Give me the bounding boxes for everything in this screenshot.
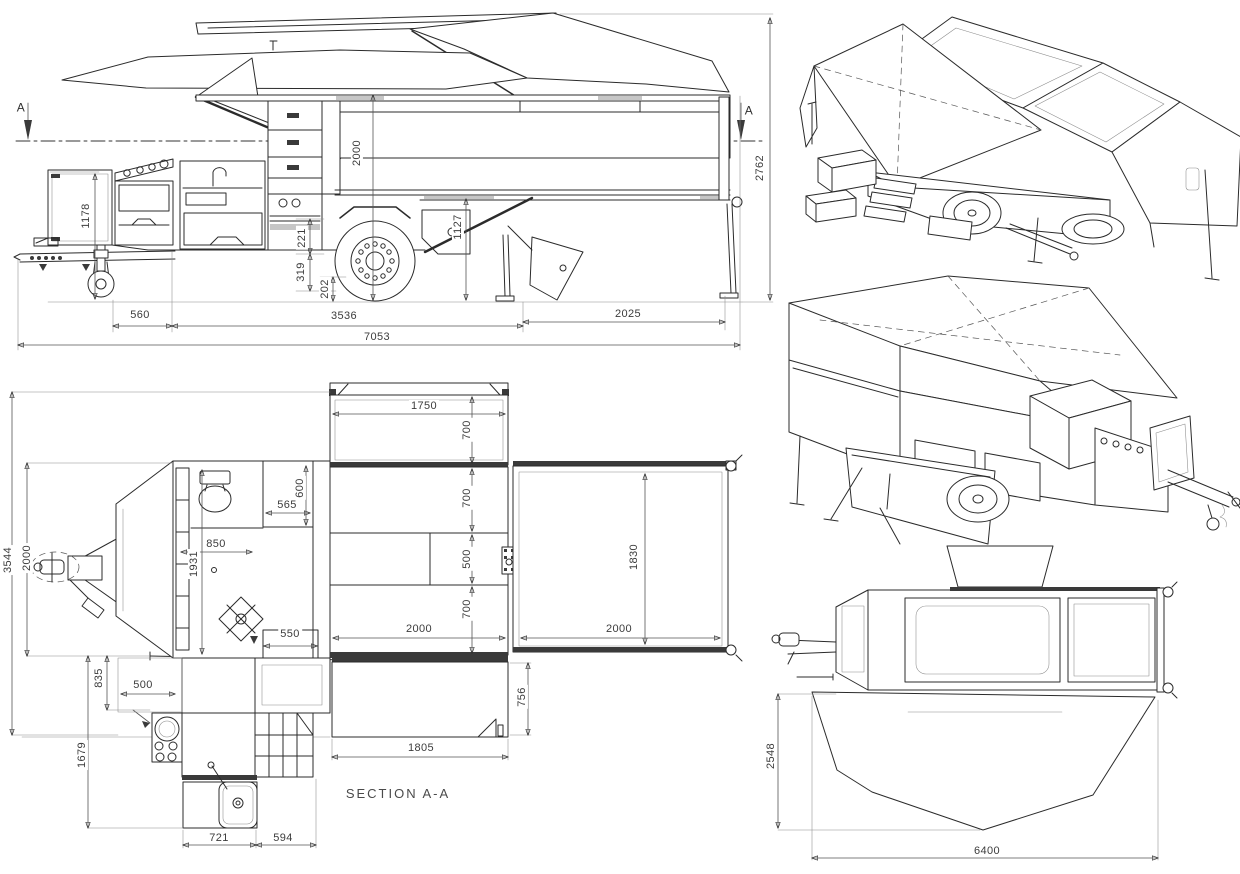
dim-upper-drawer: 221	[295, 226, 309, 250]
dim-bench: 550	[278, 627, 302, 641]
toilet-bowl	[198, 485, 232, 513]
dim-main-deck-length: 2000	[603, 622, 635, 636]
shower-tray	[218, 596, 264, 642]
iso-wheel	[946, 475, 1010, 523]
dim-open-width: 3544	[1, 544, 15, 576]
dim-overall-height: 2762	[753, 152, 767, 184]
dim-left-deck: 2000	[403, 622, 435, 636]
dim-lower-drawer: 319	[294, 260, 308, 284]
dim-body-width: 2000	[20, 542, 34, 574]
dim-overall-length: 7053	[361, 330, 393, 344]
floor-plan-view	[12, 382, 743, 849]
section-arrow-left-icon	[24, 120, 32, 140]
section-marker-a-left: A	[16, 100, 26, 115]
dim-rear-platform-height: 1127	[451, 212, 465, 242]
dim-interior-height: 2000	[350, 137, 364, 169]
dim-cabinet-width: 565	[275, 498, 299, 512]
dim-rear-extension: 2025	[612, 307, 644, 321]
dim-body-length: 3536	[328, 309, 360, 323]
dim-awning-depth: 2548	[764, 740, 778, 772]
dim-galley-length: 1679	[75, 739, 89, 771]
dim-roof-deck: 1750	[408, 399, 440, 413]
dim-sink-unit: 721	[207, 831, 231, 845]
dim-bed-rear: 700	[460, 597, 474, 621]
section-arrow-right-icon	[737, 120, 745, 140]
dim-bed-middle: 500	[460, 547, 474, 571]
dim-drawbar: 560	[128, 308, 152, 322]
dim-rear-deck-depth: 756	[515, 685, 529, 709]
dim-main-deck-depth: 1830	[627, 541, 641, 573]
side-elevation-view	[13, 12, 774, 351]
dim-ground-clearance: 202	[318, 277, 332, 301]
dim-bed-front: 700	[460, 486, 474, 510]
dim-awning-span: 6400	[971, 844, 1003, 858]
dim-galley-door: 500	[131, 678, 155, 692]
awning-footprint-view	[771, 545, 1178, 860]
dim-rear-deck-length: 1805	[405, 741, 437, 755]
dim-roof-deck-depth: 700	[460, 418, 474, 442]
dim-step-unit: 594	[271, 831, 295, 845]
dim-front-box-height: 1178	[79, 201, 93, 231]
dim-cabinet-depth: 600	[293, 476, 307, 500]
section-label: SECTION A-A	[343, 785, 453, 802]
dim-bathroom-width: 850	[204, 537, 228, 551]
dim-cabin-length: 1931	[187, 548, 201, 580]
isometric-closed-view	[788, 275, 1240, 545]
dim-galley-depth: 835	[92, 666, 106, 690]
section-marker-a-right: A	[744, 103, 754, 118]
isometric-open-view	[799, 16, 1240, 281]
